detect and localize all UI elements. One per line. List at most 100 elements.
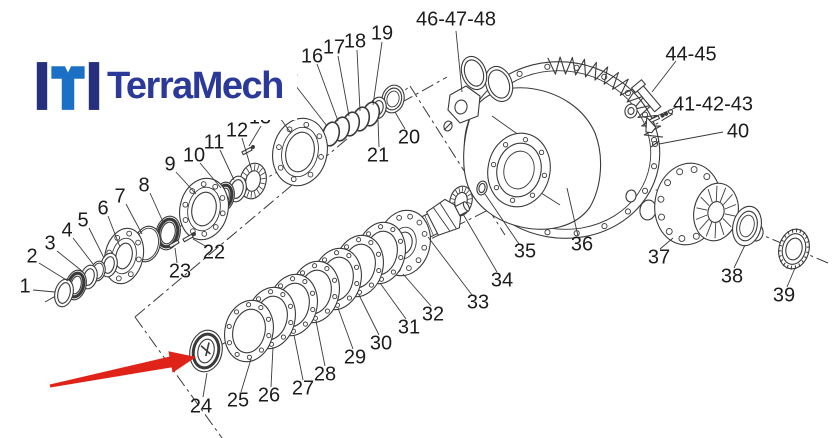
- part-23-pin: [168, 239, 180, 249]
- leader-line-32: [402, 273, 432, 307]
- leader-line-20: [394, 111, 406, 130]
- terramech-logo-icon: [36, 62, 100, 110]
- part-14-bearing-hub: [272, 117, 328, 187]
- part-label-4: 4: [61, 219, 72, 241]
- leader-line-25: [240, 358, 252, 393]
- leader-line-21: [377, 119, 380, 148]
- part-13-pin: [241, 145, 255, 156]
- part-20-ring: [381, 84, 405, 114]
- leader-line-17: [337, 55, 350, 117]
- red-callout-arrow: [49, 351, 197, 388]
- part-36-carrier-housing: [463, 56, 664, 239]
- part-label-21: 21: [367, 144, 389, 166]
- leader-line-46-47-48: [455, 30, 463, 93]
- part-label-41-42-43: 41-42-43: [673, 93, 753, 115]
- leader-line-7: [125, 203, 143, 235]
- logo-middle-glyph: [51, 66, 85, 110]
- part-label-35: 35: [514, 240, 536, 262]
- part-label-25: 25: [227, 389, 249, 411]
- part-label-10: 10: [183, 144, 205, 166]
- leader-line-38: [733, 244, 746, 269]
- part-label-11: 11: [204, 131, 225, 153]
- leader-line-22: [192, 238, 208, 248]
- part-label-24: 24: [190, 395, 212, 417]
- part-label-9: 9: [164, 153, 175, 175]
- leader-line-33: [427, 236, 473, 296]
- construction-lines: [44, 76, 829, 438]
- part-label-3: 3: [44, 232, 55, 254]
- part-label-18: 18: [344, 30, 366, 52]
- leader-line-37: [659, 237, 674, 250]
- part-39-toothed-race: [778, 228, 810, 270]
- part-label-7: 7: [114, 185, 125, 207]
- leader-line-28: [315, 320, 326, 367]
- leader-line-30: [358, 294, 380, 336]
- part-8-seal-ring: [155, 215, 181, 251]
- leader-line-18: [356, 49, 361, 112]
- leader-line-19: [372, 41, 383, 106]
- part-label-38: 38: [721, 265, 743, 287]
- part-label-34: 34: [491, 269, 513, 291]
- leader-line-16: [316, 63, 339, 122]
- part-label-26: 26: [258, 384, 280, 406]
- leader-line-40: [658, 131, 724, 145]
- part-label-27: 27: [292, 377, 314, 399]
- leader-line-36: [566, 187, 579, 237]
- leader-line-1: [32, 289, 56, 293]
- part-label-32: 32: [422, 303, 444, 325]
- part-44-45-bolt: [630, 79, 662, 113]
- part-40-screw: [650, 140, 660, 148]
- part-label-44-45: 44-45: [665, 43, 716, 65]
- logo: TerraMech: [28, 54, 297, 120]
- leader-line-12: [241, 137, 252, 169]
- leader-line-44-45: [651, 60, 677, 93]
- part-37-differential-case: [654, 162, 764, 246]
- logo-text: TerraMech: [107, 65, 284, 107]
- part-25-plate: [224, 299, 274, 363]
- leader-line-27: [293, 334, 304, 381]
- part-24-seal: [189, 329, 223, 373]
- part-label-40: 40: [727, 120, 749, 142]
- part-label-5: 5: [77, 209, 88, 231]
- leader-line-41-42-43: [651, 106, 678, 119]
- logo-right-bar: [88, 62, 100, 110]
- part-label-2: 2: [26, 245, 37, 267]
- leader-line-23: [174, 247, 178, 264]
- part-41-42-43-fasteners: [644, 109, 674, 134]
- leader-line-9: [175, 171, 197, 195]
- leader-line-39: [786, 267, 796, 288]
- part-label-30: 30: [370, 332, 392, 354]
- leader-line-2: [38, 262, 69, 282]
- leader-line-5: [88, 227, 105, 259]
- bolt-axis-line: [599, 111, 677, 159]
- part-label-29: 29: [344, 346, 366, 368]
- leader-line-34: [462, 213, 498, 273]
- part-35-o-ring: [476, 180, 488, 196]
- part-label-19: 19: [371, 22, 393, 44]
- part-38-bearing-cup: [732, 205, 762, 247]
- leader-line-24: [202, 372, 208, 398]
- parts-drawings: [54, 55, 810, 373]
- part-label-33: 33: [467, 291, 489, 313]
- leader-line-35: [484, 193, 520, 245]
- leader-line-13: [248, 125, 262, 147]
- leader-line-15: [291, 80, 328, 127]
- part-label-12: 12: [226, 119, 248, 141]
- leader-line-3: [56, 250, 83, 272]
- part-22-pin: [182, 232, 196, 243]
- leader-line-26: [270, 346, 274, 388]
- part-label-22: 22: [203, 241, 225, 263]
- logo-left-bar: [36, 62, 48, 110]
- leader-line-29: [337, 307, 354, 350]
- part-label-46-47-48: 46-47-48: [416, 8, 496, 30]
- part-label-16: 16: [301, 45, 323, 67]
- part-1-ring: [54, 278, 74, 308]
- leader-line-31: [379, 282, 407, 320]
- part-label-23: 23: [169, 260, 191, 282]
- part-label-39: 39: [773, 284, 795, 306]
- part-label-37: 37: [648, 246, 670, 268]
- part-9-hub-flange: [179, 177, 229, 241]
- part-label-6: 6: [97, 197, 108, 219]
